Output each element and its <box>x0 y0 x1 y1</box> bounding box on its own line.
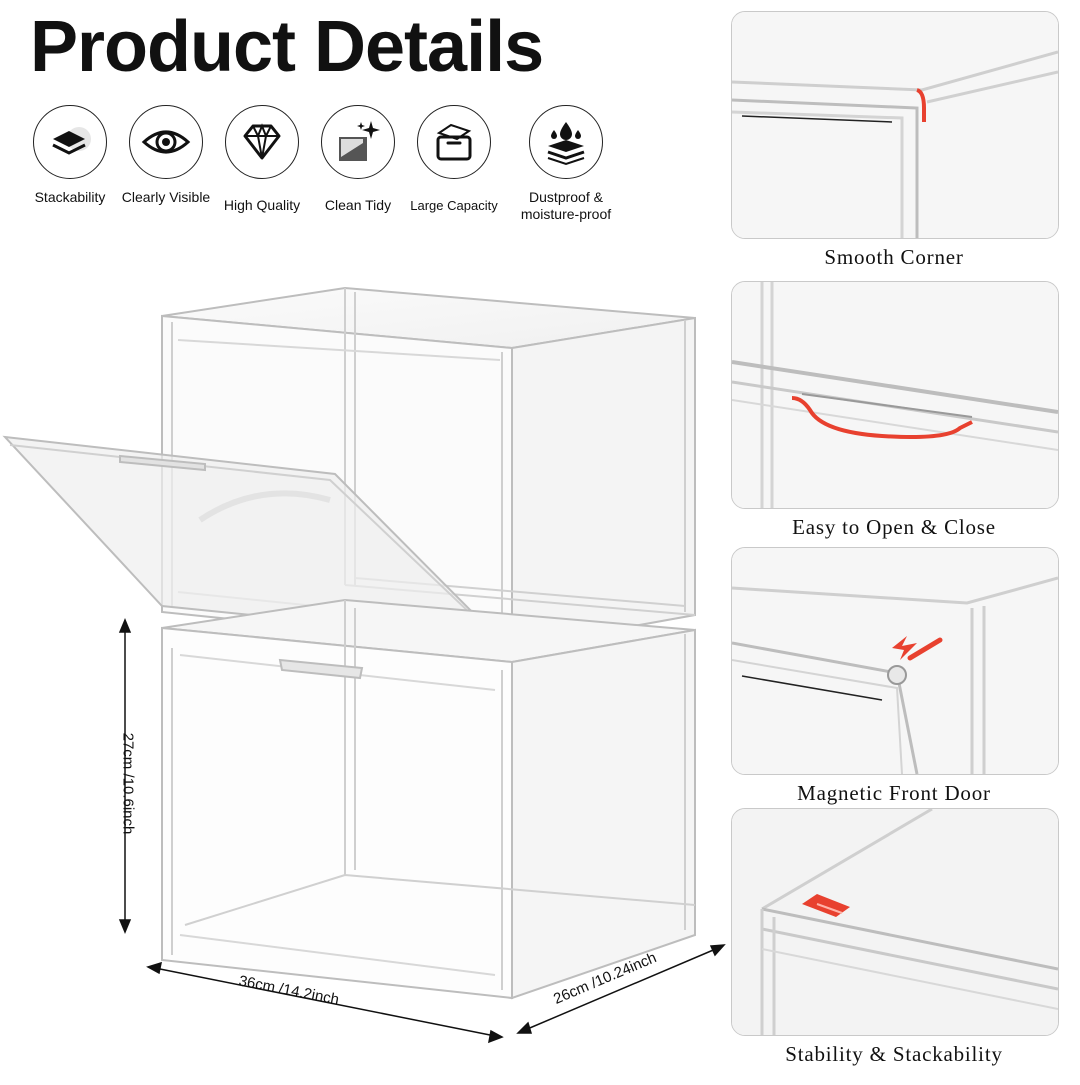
eye-icon <box>129 105 203 179</box>
feature-dustproof: Dustproof & moisture-proof <box>506 105 626 223</box>
detail-magnetic-door: Magnetic Front Door <box>731 547 1059 806</box>
detail-smooth-corner: Smooth Corner <box>731 11 1059 270</box>
feature-high-quality: High Quality <box>212 105 312 214</box>
detail-stability: Stability & Stackability <box>731 808 1059 1067</box>
feature-clearly-visible: Clearly Visible <box>116 105 216 206</box>
feature-label: Dustproof & moisture-proof <box>520 189 612 222</box>
detail-photo <box>731 547 1059 775</box>
detail-easy-open: Easy to Open & Close <box>731 281 1059 540</box>
detail-caption: Smooth Corner <box>824 245 964 269</box>
detail-photo <box>731 808 1059 1036</box>
feature-clean-tidy: Clean Tidy <box>308 105 408 214</box>
detail-photo <box>731 11 1059 239</box>
bottom-box <box>161 598 696 1000</box>
feature-stackability: Stackability <box>20 105 120 206</box>
feature-label: Clearly Visible <box>121 189 211 205</box>
feature-icons-row: Stackability Clearly Visible High Qualit… <box>20 105 630 235</box>
feature-label: Stackability <box>34 189 106 205</box>
sparkle-icon <box>321 105 395 179</box>
feature-large-capacity: Large Capacity <box>404 105 504 214</box>
feature-label: Large Capacity <box>410 198 498 213</box>
detail-caption: Stability & Stackability <box>785 1042 1003 1066</box>
layers-icon <box>33 105 107 179</box>
diamond-icon <box>225 105 299 179</box>
dimension-arrows <box>118 618 726 1044</box>
feature-label: High Quality <box>223 197 301 213</box>
capacity-box-icon <box>417 105 491 179</box>
height-dimension-label: 27cm /10.6inch <box>119 732 137 835</box>
page-title: Product Details <box>30 7 544 87</box>
droplet-shield-icon <box>529 105 603 179</box>
product-illustration: 27cm /10.6inch 36cm /14.2inch 26cm /10.2… <box>0 270 730 1080</box>
detail-caption: Magnetic Front Door <box>797 781 991 805</box>
acrylic-box-drawing <box>2 286 726 1044</box>
feature-label: Clean Tidy <box>324 197 392 213</box>
detail-photo <box>731 281 1059 509</box>
detail-caption: Easy to Open & Close <box>792 515 996 539</box>
